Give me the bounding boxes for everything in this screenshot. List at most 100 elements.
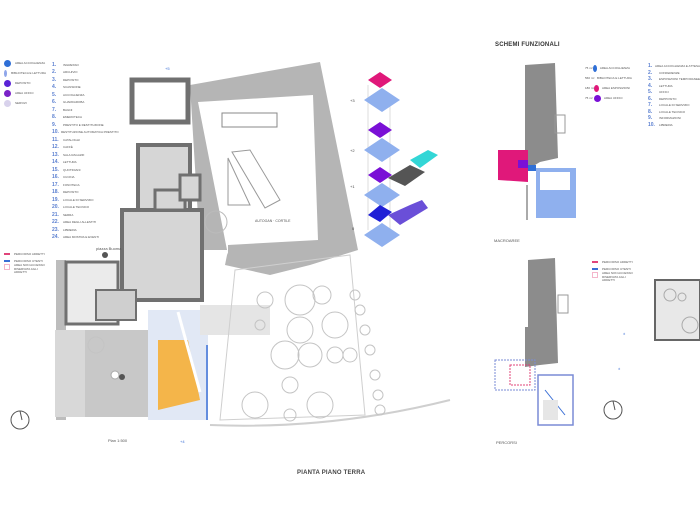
room-list-item: 18. DEPOSITO [52,189,110,197]
room-list-item: 2.CONFERENZE [648,70,700,77]
room-number: 3. [648,76,653,83]
macroaree-label: MACROAREE [494,238,520,243]
room-label: LOCALE TECNICO [63,205,90,210]
room-label: LETTURA [659,83,673,88]
room-number: 2. [52,69,57,76]
room-list-item: 11.CATALOGHI [52,136,110,144]
legend-label: PERCORSO UTENTI [602,266,631,271]
room-number: 13. [52,151,59,158]
room-list-item: 8.LOCALE TECNICO [648,109,700,116]
legend-row: BIBLIOTECA E LETTURA [4,68,46,78]
legend-row: DEPOSITO [4,78,46,88]
room-list-item: 3.ESPOSIZIONI TEMPORANEE [648,76,700,83]
room-number: 5. [648,89,653,96]
area-color-swatch [4,99,11,107]
path-swatch [4,264,10,270]
level-label: +3 [350,98,355,103]
room-number: 16. [52,174,59,181]
legend-row: SERVIZI [4,98,46,108]
area-color-swatch [594,84,599,92]
room-label: BAGNI [63,107,73,112]
legend-label: SERVIZI [15,101,27,105]
room-list-item: 3.DEPOSITO [52,76,110,84]
room-label: SERRA [63,212,74,217]
room-label: LIBRERIA [63,227,77,232]
legend-label: BIBLIOTECA E LETTURA [11,71,46,75]
percorsi-diagram: ± ± [494,258,700,426]
legend-label: AREA ACCOGLIENZA [15,61,46,65]
room-label: DEPOSITO [63,190,79,195]
schemi-title: SCHEMI FUNZIONALI [495,42,560,48]
board-title: PIANTA PIANO TERRA [297,470,366,476]
room-list-item: 6.DEPPOSITO [648,96,700,103]
area-size: 180 m² [585,86,595,90]
room-label: CATALOGHI [63,137,80,142]
room-list-item: 22.AREA DEGLI ALLESTITI [52,219,110,227]
room-list-item: 21.SERRA [52,211,110,219]
legend-label: AREA ESPOSIZIONI [601,86,630,90]
legend-row: 180 m² AREA ESPOSIZIONI [585,83,630,93]
path-swatch [4,252,10,255]
room-number: 14. [52,159,59,166]
room-label: FONOTECA [63,182,80,187]
room-number: 9. [52,121,57,128]
area-color-swatch [4,79,11,87]
legend-label: PERCORSO UTENTI [14,258,43,263]
room-list-item: 6.GUARDAROBA [52,99,110,107]
room-label: QUOTIDIANI [63,167,81,172]
room-label: AREA DEGLI ALLESTITI [63,220,97,225]
room-list-item: 14.LETTURA [52,159,110,167]
scale-label: Plan 1:500 [108,438,128,443]
legend-label: AREA UFFICI [604,96,623,100]
room-number: 9. [648,115,653,122]
room-list-item: 20.LOCALE TECNICO [52,204,110,212]
path-legend: PERCORSO ADDETTI PERCORSO UTENTI AREA NO… [4,250,54,276]
legend-row: AREA NON ACCESSO RISERVATA AGLI ADDETTI [592,271,642,284]
level-label: +1 [350,184,355,189]
room-number: 2. [648,69,653,76]
percorsi-label: PERCORSI [496,440,517,445]
room-list-item: 24. AREA MOSTRA E EVENTI [52,234,110,242]
area-color-swatch [592,64,597,72]
room-list-item: 10.LIBRERIA [648,122,700,129]
room-list-item: 16.CUCINA [52,174,110,182]
room-number: 8. [648,108,653,115]
piazza-marker [102,252,108,258]
legend-label: AREA NON ACCESSO RISERVATA AGLI ADDETTI [14,263,45,274]
room-number: 7. [648,102,653,109]
room-label: PRESTITO E RESTITUZIONE [63,122,104,127]
area-color-swatch [594,94,601,102]
room-list-item: 19.LOCALE DI SERVIZIO [52,196,110,204]
area-legend: AREA ACCOGLIENZA BIBLIOTECA E LETTURA DE… [4,58,46,108]
legend-label: BIBLIOTECA E LETTURA [597,76,632,80]
room-label: ACCOGLIENZA [63,92,85,97]
room-number: 1. [648,63,653,70]
room-label: INGRESSO [63,62,79,67]
legend-label: PERCORSO ADDETTI [14,251,45,256]
room-number: 3. [52,76,57,83]
legend-row: PERCORSO ADDETTI [592,258,642,265]
room-list-item: 9. PRESTITO E RESTITUZIONE [52,121,110,129]
room-label: LOCALE DI SERVIZIO [63,197,94,202]
path-swatch [592,272,598,278]
room-number: 23. [52,226,59,233]
room-list-item: 9.INFORMAZIONI [648,115,700,122]
room-label: LIBRERIA [659,122,673,127]
legend-row: AREA NON ACCESSO RISERVATA AGLI ADDETTI [4,263,54,276]
legend-row: PERCORSO UTENTI [592,265,642,272]
room-list-item: 17.FONOTECA [52,181,110,189]
room-number: 24. [52,234,59,241]
room-list-item: 23. LIBRERIA [52,226,110,234]
legend-row: PERCORSO UTENTI [4,257,54,264]
room-list-item: 5.UFFICI [648,89,700,96]
room-number: 18. [52,189,59,196]
room-number: 6. [52,99,57,106]
room-number: 4. [52,84,57,91]
legend-label: PERCORSO ADDETTI [602,259,633,264]
room-label: AREA MOSTRA E EVENTI [63,235,100,240]
room-number: 12. [52,144,59,151]
